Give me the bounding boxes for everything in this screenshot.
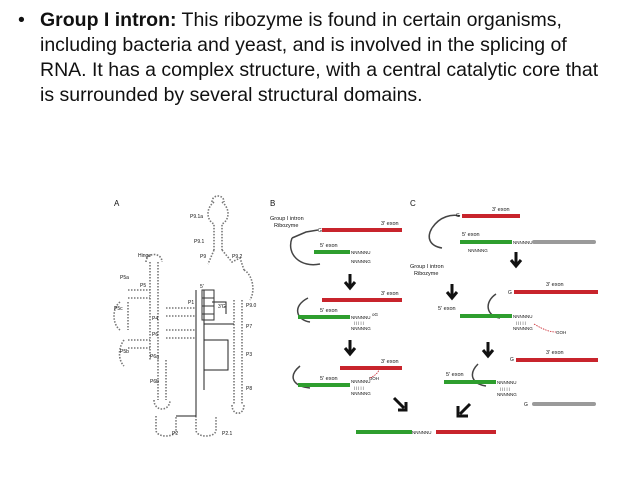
label-p9-0: P9.0 (246, 303, 257, 309)
structure-drawing (113, 195, 254, 437)
b3-nnnnnu: NNNNNU (351, 379, 371, 384)
panel-label-c: C (410, 199, 416, 208)
c-arrow-right-1 (509, 252, 523, 269)
c2-nnnnng: NNNNNG (513, 326, 533, 331)
label-5prime: 5' (200, 284, 204, 290)
label-p9-1a: P9.1a (190, 214, 203, 220)
c3-g: G (510, 357, 514, 363)
b1-nnnnnu: NNNNNU (351, 250, 371, 255)
c2-goh: GOH (556, 330, 566, 335)
b2-nnnnng: NNNNNG (351, 326, 371, 331)
panel-b-splicing: B Group I intron Ribozyme 3' exon G 5' e… (270, 199, 496, 435)
label-p5b: P5b (120, 349, 129, 355)
core-connections (176, 290, 234, 417)
bullet-text: Group I intron: This ribozyme is found i… (40, 8, 615, 108)
b2-nnnnnu: NNNNNU (351, 315, 371, 320)
label-p5: P5 (140, 283, 146, 289)
c3-nnnnnu: NNNNNU (497, 380, 517, 385)
label-p2: P2 (172, 431, 178, 437)
c3-g-bottom: G (524, 402, 528, 408)
label-p9-2: P9.2 (232, 254, 243, 260)
c3-5exon: 5' exon (446, 372, 464, 378)
label-p6a: P6a (150, 354, 159, 360)
c1-nnnnnu: NNNNNU (513, 240, 533, 245)
c-step-1: G 3' exon 5' exon NNNNNU NNNNNG (428, 207, 596, 253)
c2-pairs: | | | | | (516, 320, 526, 325)
label-p8: P8 (246, 386, 252, 392)
b1-g: G (318, 228, 322, 234)
b2-pairs: | | | | | (354, 320, 364, 325)
panel-c-splicing: C G 3' exon 5' exon NNNNNU NNNNNG Group … (410, 199, 598, 418)
label-hinge: Hinge (138, 253, 151, 259)
b-step-1: 3' exon G 5' exon NNNNNU NNNNNG (289, 221, 402, 266)
ribozyme-label-c1: Group I intron (410, 264, 444, 270)
b1-nnnnng: NNNNNG (351, 259, 371, 264)
c-step-3: G 3' exon 5' exon NNNNNU | | | | | NNNNN… (444, 350, 598, 408)
c-arrow-3 (456, 402, 472, 418)
c3-pairs: | | | | | (500, 386, 510, 391)
c2-3exon: 3' exon (546, 282, 564, 288)
p1-hairpin (201, 289, 215, 321)
b1-5exon: 5' exon (320, 243, 338, 249)
group-i-intron-figure: A (113, 195, 598, 437)
label-p5c: P5c (114, 306, 123, 312)
b-spliced-product: NNNNNU (356, 430, 496, 435)
c1-5exon: 5' exon (462, 232, 480, 238)
label-p9-1: P9.1 (194, 239, 205, 245)
ribozyme-label-c2: Ribozyme (414, 271, 438, 277)
panel-label-a: A (114, 199, 120, 208)
c1-3exon: 3' exon (492, 207, 510, 213)
label-p9: P9 (200, 254, 206, 260)
b3-pairs: | | | | | (354, 385, 364, 390)
b3-nnnnng: NNNNNG (351, 391, 371, 396)
label-p1: P1 (188, 300, 194, 306)
b2-3exon: 3' exon (381, 291, 399, 297)
bullet-description: This ribozyme is found in certain organi… (40, 9, 599, 106)
c3-nnnnng: NNNNNG (497, 392, 517, 397)
c2-5exon: 5' exon (438, 306, 456, 312)
label-p3: P3 (246, 352, 252, 358)
ribozyme-label-b2: Ribozyme (274, 223, 298, 229)
ribozyme-label-b1: Group I intron (270, 216, 304, 222)
label-p4: P4 (152, 316, 158, 322)
b3-5exon: 5' exon (320, 376, 338, 382)
b-arrow-2 (343, 340, 357, 357)
c-arrow-2 (481, 342, 495, 359)
b-step-2: 3' exon 5' exon NNNNNU | | | | | NNNNNG … (297, 291, 402, 331)
bullet-term: Group I intron: (40, 9, 177, 31)
label-p6: P6 (152, 332, 158, 338)
b-step-3: 3' exon 5' exon NNNNNU | | | | | NNNNNG … (292, 359, 402, 396)
b3-uoh: UOH (369, 376, 379, 381)
label-p5a: P5a (120, 275, 129, 281)
b3-3exon: 3' exon (381, 359, 399, 365)
b-arrow-3 (392, 396, 408, 412)
product-nnnnnu: NNNNNU (412, 430, 432, 435)
c-step-2: G 3' exon 5' exon NNNNNU | | | | | NNNNN… (438, 282, 598, 335)
c1-g: G (456, 213, 460, 219)
panel-label-b: B (270, 199, 275, 208)
panel-a-structure: A (113, 195, 257, 437)
b2-og: oG (372, 312, 379, 317)
b-arrow-1 (343, 274, 357, 291)
c2-nnnnnu: NNNNNU (513, 314, 533, 319)
c2-g: G (508, 290, 512, 296)
label-3g: 3'G (218, 304, 226, 310)
c1-nnnnng: NNNNNG (468, 248, 488, 253)
b2-5exon: 5' exon (320, 308, 338, 314)
label-p2-1: P2.1 (222, 431, 233, 437)
c-arrow-left-1 (445, 284, 459, 301)
label-p7: P7 (246, 324, 252, 330)
c3-3exon: 3' exon (546, 350, 564, 356)
structure-labels: P9.1a P9.1 P9 P9.2 Hinge P5a P5 P5c P4 P… (114, 214, 257, 437)
label-p6b: P6b (150, 379, 159, 385)
b1-3exon: 3' exon (381, 221, 399, 227)
bullet-dot: • (18, 9, 25, 31)
